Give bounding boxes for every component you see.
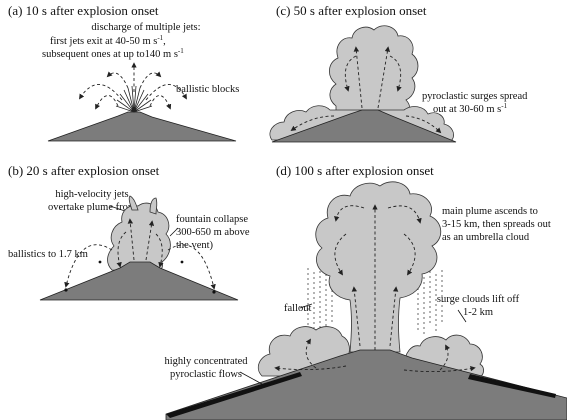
panel-a-jets-line2-sup: -1 — [157, 34, 163, 42]
panel-a-jets-line3-text: subsequent ones at up to140 m s — [42, 49, 178, 60]
panel-d-surge-line1: surge clouds lift off — [437, 294, 520, 305]
panel-d-fallout-label: fallout — [284, 303, 311, 314]
panel-d-pyroclastic-flow-right — [468, 374, 556, 398]
panel-b-jets-line2: overtake plume front — [48, 202, 136, 213]
panel-b-fountain-line1: fountain collapse — [176, 214, 248, 225]
panel-d-arrow-column-right — [389, 286, 399, 347]
panel-d-arrow-surge-right-up — [439, 344, 451, 371]
panel-a-ballistic-arc-right2 — [149, 95, 172, 110]
panel-a-ballistic-arc-right1 — [145, 84, 187, 101]
panel-c-surge-arrow-left — [290, 115, 335, 132]
panel-d-volcano — [165, 349, 567, 420]
panel-d-main-plume — [315, 181, 442, 353]
panel-a: (a) 10 s after explosion onset discharge… — [8, 3, 239, 142]
panel-a-volcano — [47, 111, 237, 142]
panel-d-plume-line3: as an umbrella cloud — [442, 232, 530, 243]
panel-c-surges-line2: out at 30-60 m s-1 — [433, 102, 508, 115]
panel-b-fountain-line3: the vent) — [176, 240, 214, 251]
panel-b-volcano — [39, 261, 239, 301]
panel-b-arrow-up-left — [127, 218, 135, 261]
panel-a-jets-comma: , — [163, 36, 166, 47]
panel-b-title: (b) 20 s after explosion onset — [8, 163, 160, 178]
panel-c-title: (c) 50 s after explosion onset — [276, 3, 427, 18]
panel-c-arrow-up-right — [377, 46, 391, 109]
panel-b-arrow-collapse-left — [116, 231, 127, 268]
panel-a-jets-burst — [115, 85, 153, 113]
panel-a-ballistic-arc-top1 — [106, 71, 129, 89]
panel-d-arrow-surge-left-out — [274, 365, 347, 372]
panel-b-block-mid-left — [98, 260, 102, 264]
panel-d-arrow-surge-left-up — [305, 338, 317, 369]
panel-a-jets-line3-sup: -1 — [178, 47, 184, 55]
panel-b-block-left — [64, 288, 68, 292]
panel-a-ballistic-arc-left2 — [95, 95, 119, 110]
panel-d-surge-line2: 1-2 km — [463, 307, 493, 318]
panel-b-arrow-collapse-right — [155, 233, 164, 268]
panel-d-pyroclastic-flow-left — [166, 372, 302, 418]
panel-a-ballistic-label: ballistic blocks — [176, 84, 239, 95]
panel-b-ballistic-arc-left — [64, 244, 113, 288]
panel-d-arrow-curl-left — [334, 233, 347, 276]
panel-b-jets-line1: high-velocity jets — [55, 189, 128, 200]
panel-b-jet-right — [149, 197, 158, 215]
panel-c-surge-arrow-right — [405, 115, 442, 134]
panel-a-jets-line1: discharge of multiple jets: — [91, 22, 200, 33]
panel-d-plume-line2: 3-15 km, then spreads out — [442, 219, 551, 230]
panel-b-arrow-up-right — [145, 220, 155, 261]
panel-d-arrow-umbrella-left — [334, 205, 365, 222]
panel-d-flows-line1: highly concentrated — [164, 356, 248, 367]
panel-d-flows-line2: pyroclastic flows — [170, 369, 242, 380]
panel-b-ballistics-label: ballistics to 1.7 km — [8, 249, 88, 260]
panel-d-title: (d) 100 s after explosion onset — [276, 163, 434, 178]
panel-a-jets-line2: first jets exit at 40-50 m s-1, — [50, 34, 166, 47]
panel-d-fallout-streaks — [307, 266, 443, 336]
panel-b-fountain-leader — [169, 227, 179, 237]
panel-a-ballistic-arc-left1 — [79, 84, 123, 101]
panel-c-plume — [329, 25, 419, 117]
panel-c-arrow-up-left — [353, 46, 363, 109]
panel-b-ballistic-arc-right — [167, 244, 216, 290]
panel-b: (b) 20 s after explosion onset high-velo… — [8, 163, 250, 301]
panel-c: (c) 50 s after explosion onset pyroclast… — [269, 3, 528, 143]
panel-d-fallout-leader — [299, 303, 313, 309]
panel-b-block-right — [212, 290, 216, 294]
panel-d-surge-leader — [457, 309, 467, 323]
panel-c-arrow-curl-left — [344, 55, 357, 92]
panel-d-flows-leader — [239, 371, 263, 385]
panel-c-surges-line1: pyroclastic surges spread — [422, 91, 528, 102]
panel-c-volcano — [271, 109, 457, 143]
panel-b-fountain-line2: 300-650 m above — [176, 227, 250, 238]
panel-a-jets-line3: subsequent ones at up to140 m s-1 — [42, 47, 184, 60]
panel-b-jet-left — [128, 195, 139, 211]
panel-d: (d) 100 s after explosion onset main plu… — [164, 163, 567, 420]
panel-c-surges-line2-text: out at 30-60 m s — [433, 104, 501, 115]
panel-c-surges-sup: -1 — [501, 102, 507, 110]
panel-a-title: (a) 10 s after explosion onset — [8, 3, 159, 18]
panel-d-arrow-surge-right-out — [403, 365, 476, 373]
panel-a-ballistic-arc-top2 — [139, 71, 162, 89]
panel-d-arrow-curl-right — [403, 233, 416, 276]
panel-c-arrow-curl-right — [389, 55, 402, 92]
panel-d-plume-line1: main plume ascends to — [442, 206, 538, 217]
panel-a-jets-line2-text: first jets exit at 40-50 m s — [50, 36, 157, 47]
panel-d-arrow-column-left — [351, 286, 361, 347]
panel-b-block-mid-right — [180, 260, 184, 264]
